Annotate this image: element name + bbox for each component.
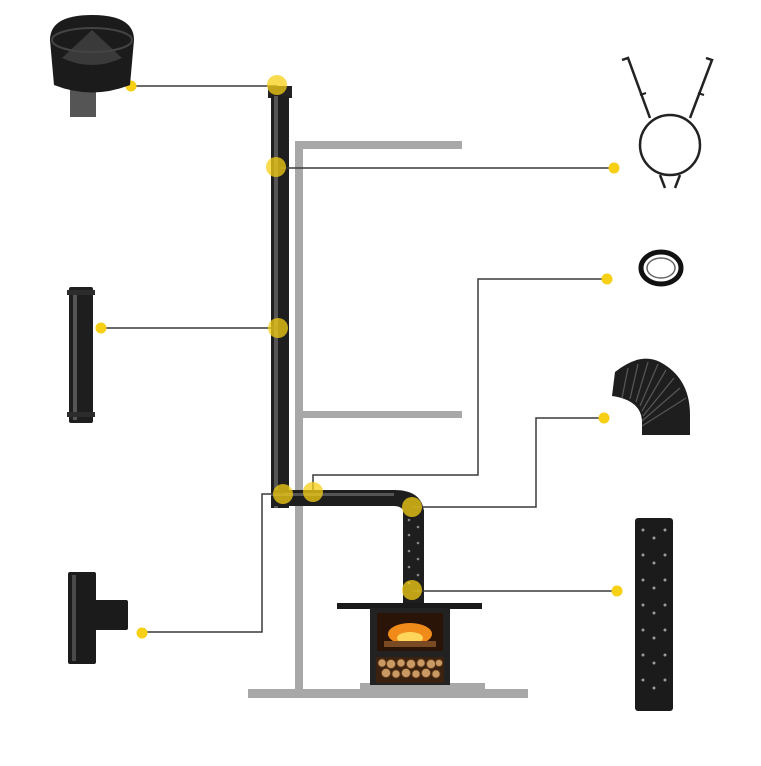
perforated-stove-pipe: [403, 510, 424, 604]
straight-pipe-icon: [67, 287, 95, 423]
point-heat-pipe: [402, 580, 422, 600]
point-pipe: [268, 318, 288, 338]
building-structure: [248, 141, 528, 698]
roof-line: [295, 141, 462, 149]
floor-line: [248, 689, 528, 698]
point-ring: [303, 482, 323, 502]
chimney-cap-icon: [50, 15, 134, 117]
callout-lines: [101, 85, 617, 633]
hearth-step: [360, 683, 485, 690]
elbow-pipe-icon: [612, 358, 690, 435]
wall-vertical: [295, 141, 303, 691]
callout-points: [95, 75, 623, 639]
point-cap: [267, 75, 287, 95]
tee-pipe-icon: [68, 572, 128, 664]
sealing-ring-icon: [638, 249, 684, 287]
ceiling-line: [300, 411, 462, 418]
wall-bracket-clamp-icon: [621, 56, 714, 189]
point-clamp: [266, 157, 286, 177]
point-elbow: [402, 497, 422, 517]
wood-stove: [337, 603, 482, 685]
point-tee: [273, 484, 293, 504]
flue-system: [268, 86, 424, 604]
perforated-heat-pipe-icon: [635, 518, 673, 711]
